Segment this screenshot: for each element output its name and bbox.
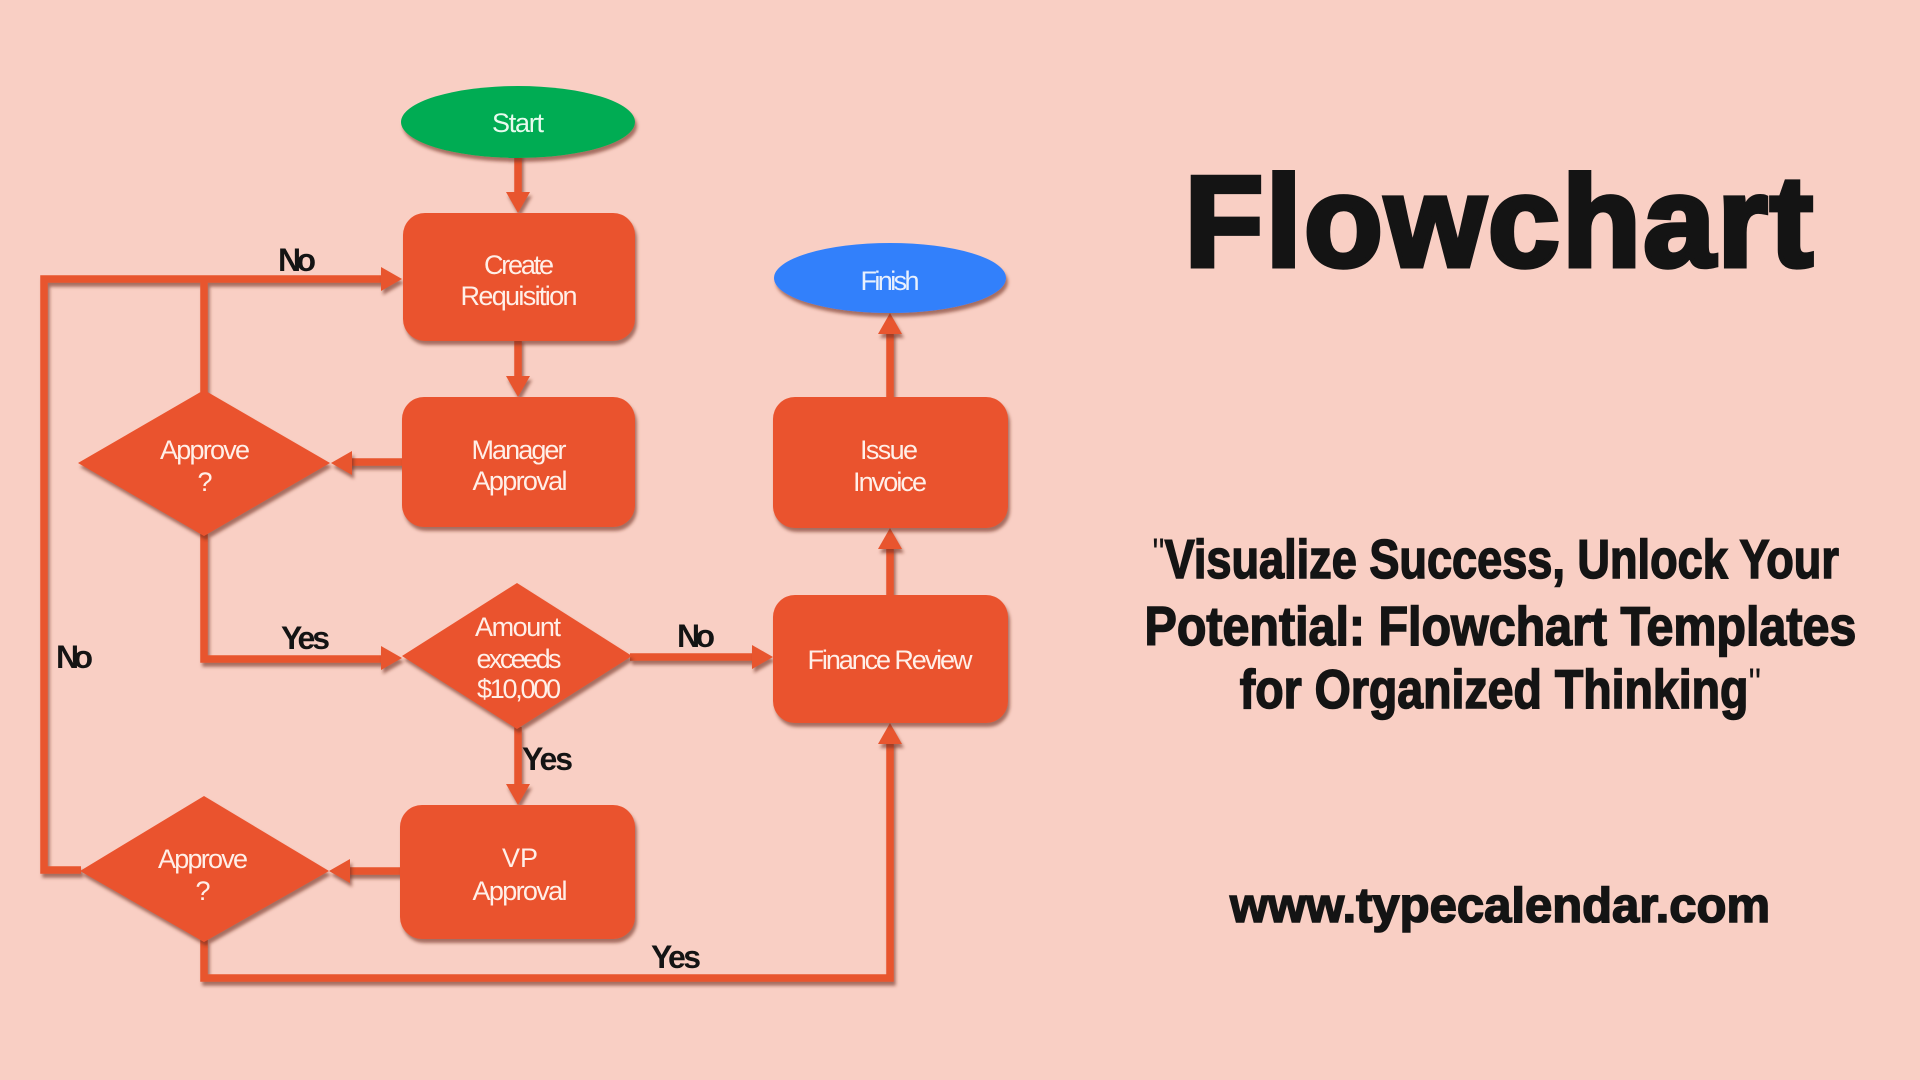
svg-text:Invoice: Invoice [853, 467, 927, 497]
svg-text:Approve: Approve [158, 844, 248, 874]
svg-text:No: No [56, 639, 93, 675]
svg-text:?: ? [197, 467, 212, 497]
svg-text:No: No [278, 242, 316, 278]
svg-text:Requisition: Requisition [461, 281, 578, 311]
svg-text:Issue: Issue [860, 435, 918, 465]
svg-text:$10,000: $10,000 [477, 674, 561, 704]
svg-text:exceeds: exceeds [477, 644, 562, 674]
svg-text:Yes: Yes [281, 620, 330, 656]
svg-text:Finance Review: Finance Review [808, 645, 974, 675]
svg-text:?: ? [195, 876, 210, 906]
svg-text:Yes: Yes [522, 741, 573, 777]
svg-text:Finish: Finish [861, 266, 920, 296]
svg-text:Manager: Manager [472, 435, 567, 465]
svg-text:No: No [677, 618, 715, 654]
svg-text:Approval: Approval [473, 466, 568, 496]
svg-text:Approve: Approve [160, 435, 250, 465]
svg-text:Create: Create [484, 250, 554, 280]
svg-text:Yes: Yes [651, 939, 701, 975]
svg-text:Amount: Amount [475, 612, 561, 642]
svg-text:Start: Start [492, 108, 544, 138]
svg-text:Approval: Approval [473, 876, 568, 906]
svg-text:VP: VP [502, 843, 538, 873]
